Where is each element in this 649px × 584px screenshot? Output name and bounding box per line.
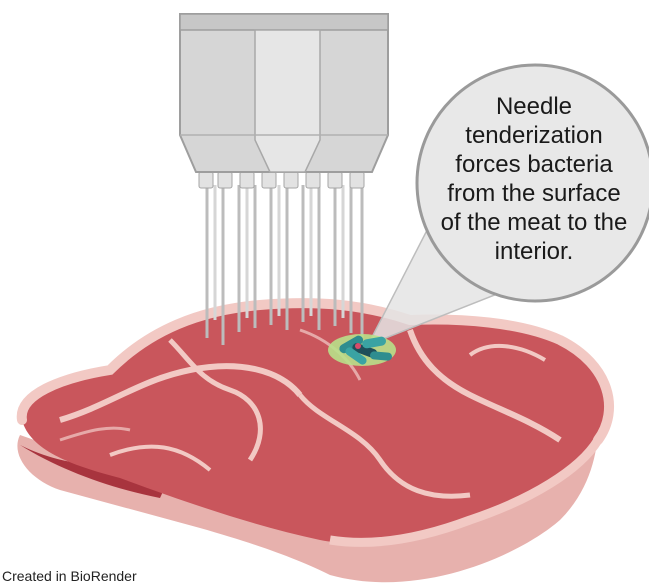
callout-line: forces bacteria [418, 150, 649, 179]
credit-text: Created in BioRender [2, 568, 137, 584]
bacteria-cluster [328, 334, 396, 366]
steak [17, 303, 609, 582]
callout-line: tenderization [418, 121, 649, 150]
callout-line: from the surface [418, 179, 649, 208]
callout-text: Needle tenderization forces bacteria fro… [418, 92, 649, 266]
callout-line: of the meat to the [418, 208, 649, 237]
callout-line: Needle [418, 92, 649, 121]
needle-tenderizer-head [180, 14, 388, 172]
callout-line: interior. [418, 237, 649, 266]
needle-collars [199, 172, 364, 188]
